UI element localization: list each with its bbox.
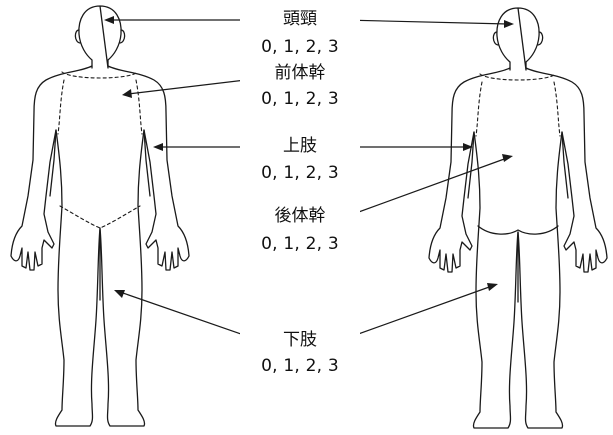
back-body-figure [429,8,607,428]
back-inner-arms [468,132,568,198]
scale-posterior-trunk: 0, 1, 2, 3 [240,236,360,253]
front-body-figure [11,6,189,426]
label-lower-limbs: 下肢 [240,332,360,349]
back-ears [493,32,542,45]
back-region-boundaries [476,74,560,136]
label-anterior-trunk: 前体幹 [240,65,360,82]
scale-anterior-trunk: 0, 1, 2, 3 [240,91,360,108]
scale-lower-limbs: 0, 1, 2, 3 [240,358,360,375]
front-ears [75,30,124,43]
label-upper-limbs: 上肢 [240,138,360,155]
back-head [497,8,539,70]
scale-upper-limbs: 0, 1, 2, 3 [240,165,360,182]
label-head-neck: 頭頸 [240,11,360,28]
front-inner-arms [50,130,150,196]
label-posterior-trunk: 後体幹 [240,208,360,225]
scale-head-neck: 0, 1, 2, 3 [240,39,360,56]
front-head [79,6,121,68]
